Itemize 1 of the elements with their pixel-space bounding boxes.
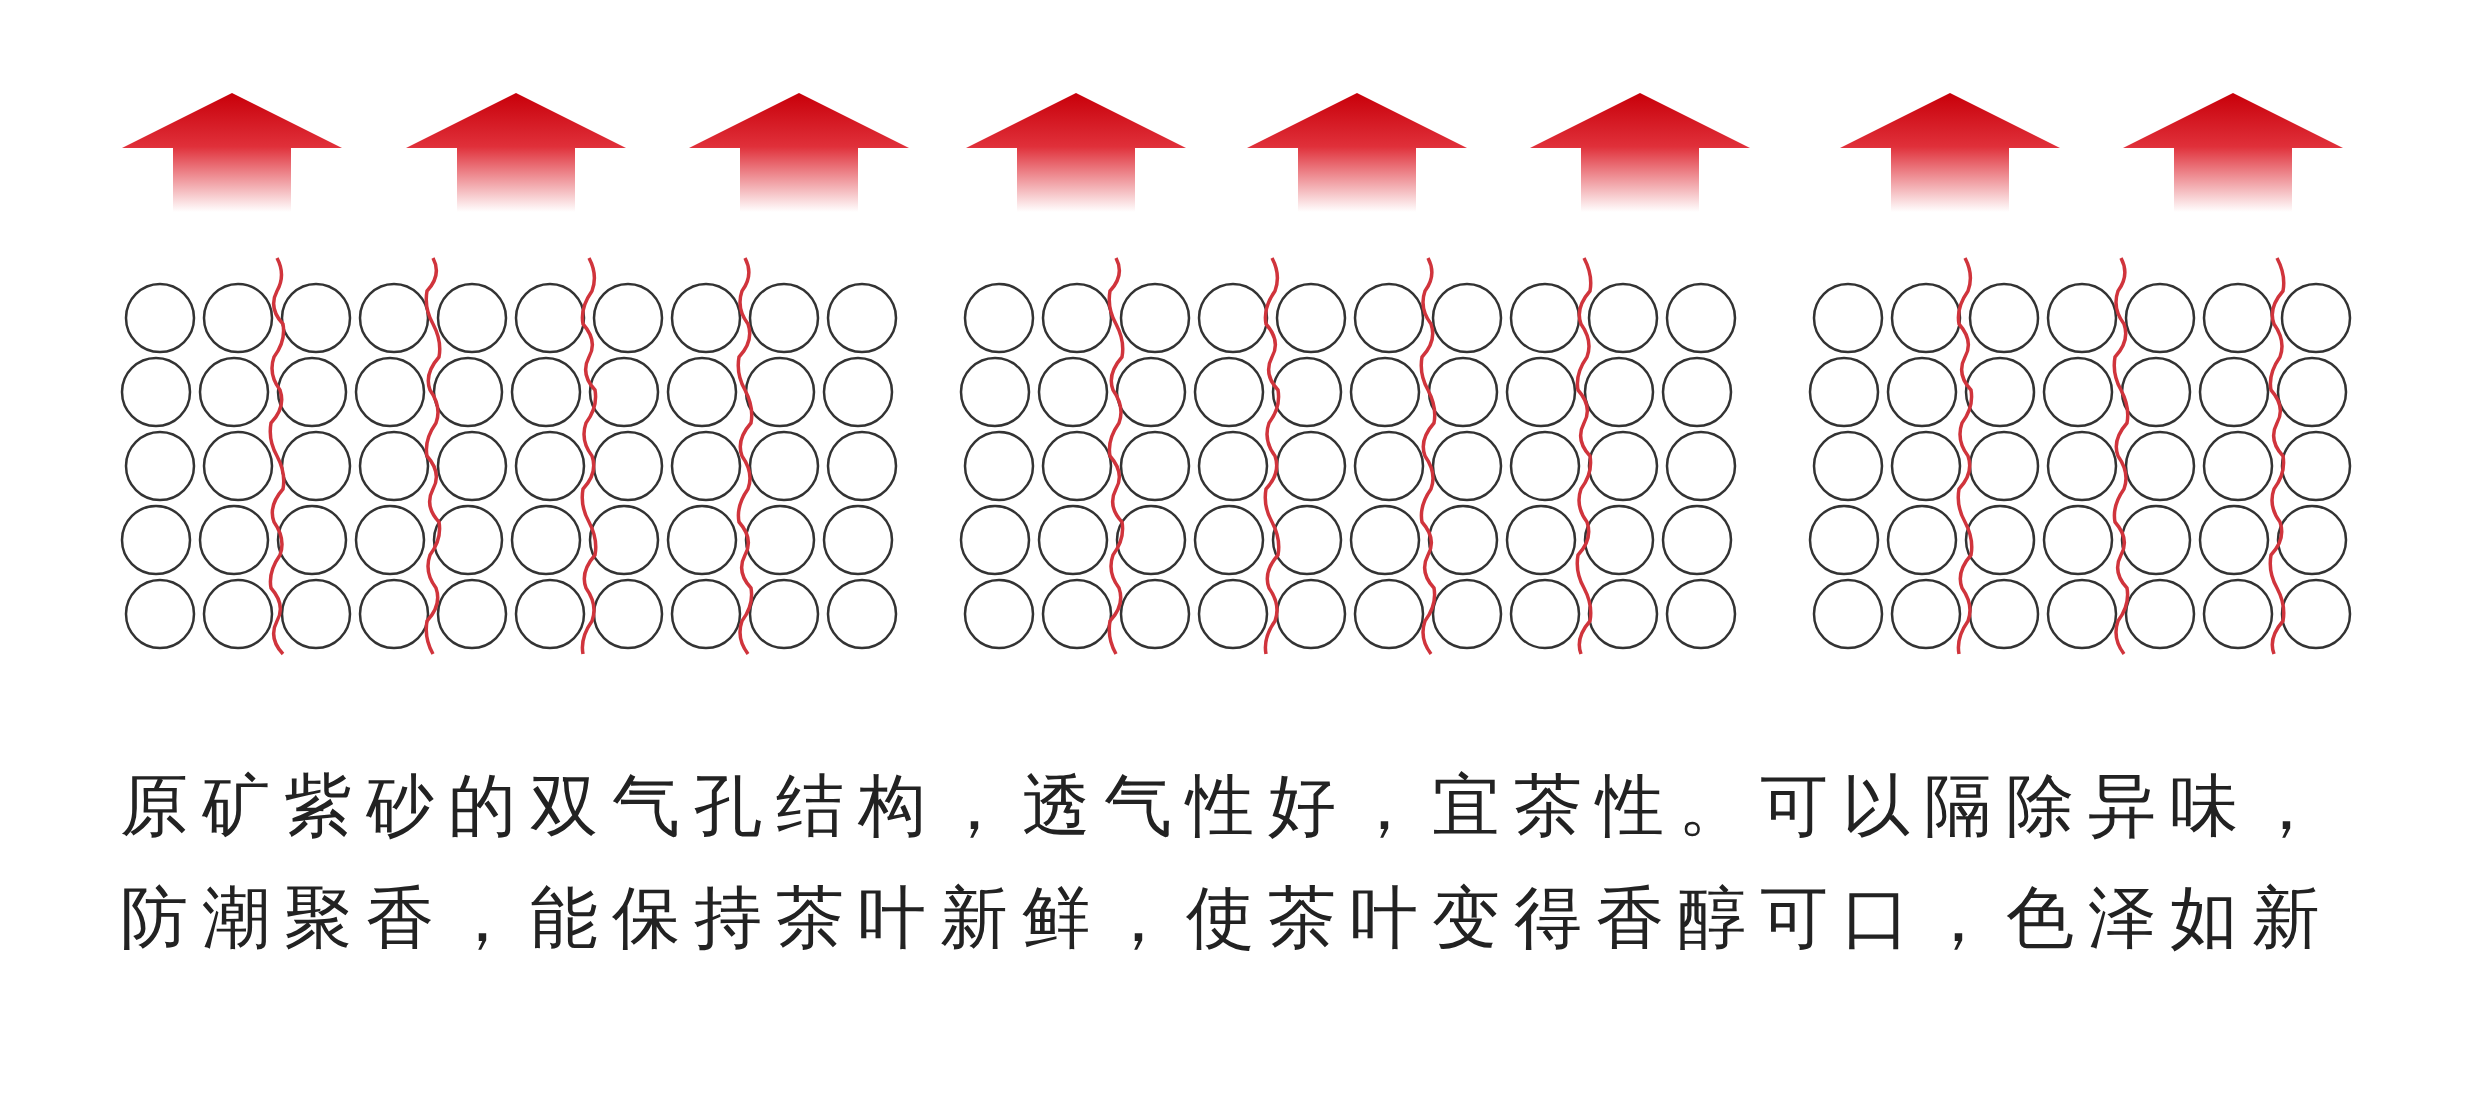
caption-text: 原矿紫砂的双气孔结构，透气性好，宜茶性。可以隔除异味，防潮聚香，能保持茶叶新鲜，使茶叶变得香醇可口，色泽如新 — [120, 765, 2335, 959]
